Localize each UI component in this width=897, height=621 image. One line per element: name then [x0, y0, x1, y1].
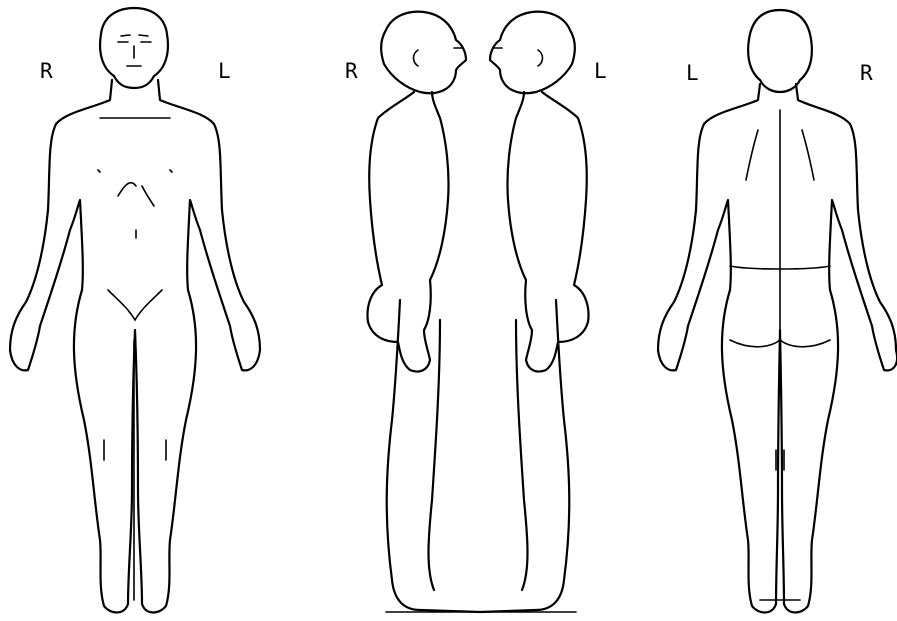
side-left-ear — [494, 48, 543, 66]
back-view-right-label: R — [860, 61, 873, 85]
back-body-outline — [658, 84, 897, 613]
side-right-body — [368, 92, 480, 612]
side-view-left-label: L — [594, 59, 607, 83]
front-view-figure: R L — [10, 8, 260, 613]
back-view-figure: L R — [658, 10, 897, 613]
side-right-ear — [414, 48, 463, 66]
side-right-head — [381, 12, 466, 94]
side-left-head — [490, 12, 575, 94]
side-left-body — [480, 92, 588, 612]
front-view-left-label: L — [218, 59, 231, 83]
side-view-figure: R L — [345, 12, 607, 612]
back-head — [748, 10, 812, 92]
front-face — [118, 35, 151, 66]
side-view-right-label: R — [345, 59, 358, 83]
back-view-left-label: L — [686, 61, 699, 85]
front-view-right-label: R — [40, 59, 53, 83]
front-body-outline — [10, 80, 260, 613]
